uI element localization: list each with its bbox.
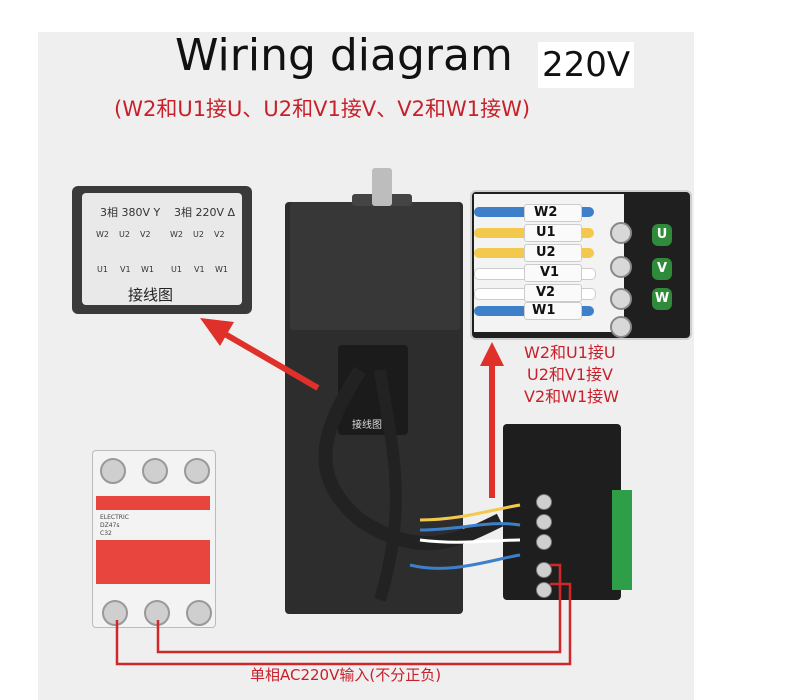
motor-shaft bbox=[372, 168, 392, 206]
card-top-terminal: W2 bbox=[96, 230, 109, 239]
arrow-to-card-line bbox=[216, 327, 320, 391]
wire-sleeve bbox=[524, 284, 582, 302]
card-top-terminal: U2 bbox=[119, 230, 130, 239]
controller-screw bbox=[536, 562, 552, 578]
card-top-terminal: V2 bbox=[140, 230, 151, 239]
breaker-screw bbox=[184, 458, 210, 484]
breaker-screw bbox=[102, 600, 128, 626]
wire-sleeve bbox=[524, 244, 582, 262]
speed-controller bbox=[503, 424, 621, 600]
motor-gearbox bbox=[290, 202, 460, 330]
terminal-v-label: V bbox=[652, 258, 672, 280]
wire-sleeve bbox=[524, 204, 582, 222]
terminal-screw bbox=[610, 222, 632, 244]
card-caption: 接线图 bbox=[128, 286, 174, 304]
breaker-top-stripe bbox=[96, 496, 210, 510]
diagram-title: Wiring diagram bbox=[175, 30, 513, 81]
controller-screw bbox=[536, 494, 552, 510]
lead-wire bbox=[419, 522, 521, 532]
lead-wire bbox=[409, 553, 521, 570]
wire-label-w1: W1 bbox=[532, 303, 556, 318]
card-bottom-terminal: W1 bbox=[141, 265, 154, 274]
terminal-u-label: U bbox=[652, 224, 672, 246]
arrow-up-head bbox=[480, 342, 504, 366]
ac-line-2 bbox=[156, 563, 562, 654]
terminal-w-label: W bbox=[652, 288, 672, 310]
wire-sleeve bbox=[524, 264, 582, 282]
voltage-label: 220V bbox=[538, 42, 635, 88]
wire-sleeve bbox=[524, 302, 582, 320]
motor-cable bbox=[374, 369, 402, 602]
controller-screw bbox=[536, 514, 552, 530]
card-label-220: 3相 220V Δ bbox=[174, 206, 236, 219]
connection-note: W2和U1接U bbox=[524, 343, 616, 362]
ac-line-1 bbox=[115, 582, 572, 666]
connection-note: U2和V1接V bbox=[527, 365, 613, 384]
wire-label-v1: V1 bbox=[540, 265, 560, 280]
wiring-subtitle: (W2和U1接U、U2和V1接V、V2和W1接W) bbox=[114, 97, 531, 121]
breaker-screw bbox=[100, 458, 126, 484]
wire-label-v2: V2 bbox=[536, 285, 556, 300]
lead-wire bbox=[419, 538, 521, 544]
breaker-screw bbox=[186, 600, 212, 626]
terminal-screw bbox=[610, 288, 632, 310]
breaker-screw bbox=[142, 458, 168, 484]
card-label-380: 3相 380V Y bbox=[100, 206, 161, 219]
controller-screw bbox=[536, 582, 552, 598]
lead-wire bbox=[419, 503, 521, 522]
controller-green-terminal bbox=[612, 490, 632, 590]
arrow-to-card-head bbox=[200, 318, 234, 346]
wire-sleeve bbox=[524, 224, 582, 242]
breaker-rating: C32 bbox=[100, 530, 112, 537]
card-top-terminal: W2 bbox=[170, 230, 183, 239]
card-bottom-terminal: W1 bbox=[215, 265, 228, 274]
breaker-handle bbox=[96, 540, 210, 584]
wire-label-u2: U2 bbox=[536, 245, 556, 260]
card-bottom-terminal: U1 bbox=[97, 265, 108, 274]
breaker-brand: ELECTRIC bbox=[100, 514, 129, 521]
terminal-screw bbox=[610, 316, 632, 338]
card-top-terminal: U2 bbox=[193, 230, 204, 239]
connection-note: V2和W1接W bbox=[524, 387, 619, 406]
terminal-screw bbox=[610, 256, 632, 278]
card-bottom-terminal: V1 bbox=[120, 265, 131, 274]
wire-label-w2: W2 bbox=[534, 205, 558, 220]
motor-cable bbox=[318, 366, 504, 550]
wiring-card-face bbox=[82, 193, 242, 305]
card-bottom-terminal: U1 bbox=[171, 265, 182, 274]
motor-label: 接线图 bbox=[352, 420, 382, 431]
card-bottom-terminal: V1 bbox=[194, 265, 205, 274]
ac-input-label: 单相AC220V输入(不分正负) bbox=[250, 666, 442, 684]
wire-label-u1: U1 bbox=[536, 225, 556, 240]
controller-screw bbox=[536, 534, 552, 550]
breaker-model: DZ47s bbox=[100, 522, 120, 529]
card-top-terminal: V2 bbox=[214, 230, 225, 239]
